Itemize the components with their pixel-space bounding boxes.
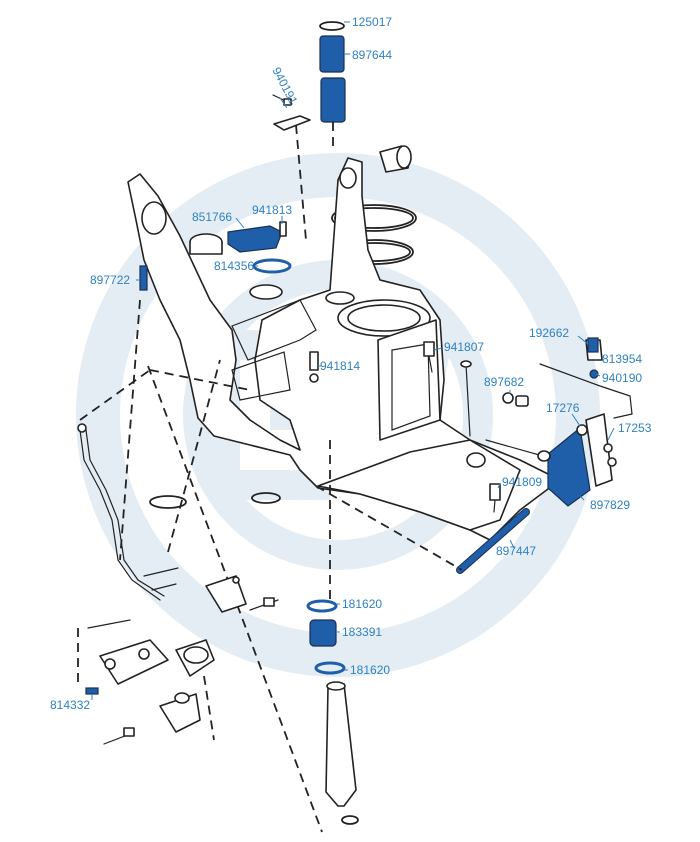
label-941814: 941814: [320, 359, 360, 373]
lower-bearing-stack: [149, 492, 346, 675]
label-941807: 941807: [444, 340, 484, 354]
label-897722: 897722: [90, 273, 130, 287]
label-125017: 125017: [352, 15, 392, 29]
label-17276: 17276: [546, 401, 580, 415]
bracket-897829: [485, 426, 591, 507]
label-814356: 814356: [214, 259, 254, 273]
lower-left-linkage: [77, 567, 279, 745]
label-940190: 940190: [602, 371, 642, 385]
bolt-941814: [309, 351, 319, 383]
bolt-941809: [489, 483, 501, 513]
part-897682: [502, 392, 529, 407]
label-17253: 17253: [618, 421, 652, 435]
rod-897447: [456, 508, 530, 574]
shift-cable: [77, 423, 165, 601]
label-940191: 940191: [269, 65, 300, 107]
bolt-941807: [423, 341, 435, 373]
bushing-top-right: [379, 145, 412, 173]
lower-drive-shaft: [325, 681, 359, 825]
label-897682: 897682: [484, 375, 524, 389]
label-192662: 192662: [529, 326, 569, 340]
label-181620-top: 181620: [342, 597, 382, 611]
leader-lines: [91, 21, 615, 700]
pin-897722: [139, 265, 148, 291]
upper-shaft-parts: [319, 21, 346, 150]
gasket-814356: [252, 258, 292, 274]
right-linkage: [539, 337, 633, 487]
label-183391: 183391: [342, 625, 382, 639]
label-897447: 897447: [496, 544, 536, 558]
label-814332: 814332: [50, 698, 90, 712]
bracket-940191: [272, 94, 311, 241]
label-813954: 813954: [602, 352, 642, 366]
long-stud: [460, 360, 472, 437]
label-941809: 941809: [502, 475, 542, 489]
label-941813: 941813: [252, 203, 292, 217]
part-851766: [189, 221, 287, 255]
label-851766: 851766: [192, 210, 232, 224]
label-181620-bottom: 181620: [350, 663, 390, 677]
label-897829: 897829: [590, 498, 630, 512]
label-897644: 897644: [352, 48, 392, 62]
